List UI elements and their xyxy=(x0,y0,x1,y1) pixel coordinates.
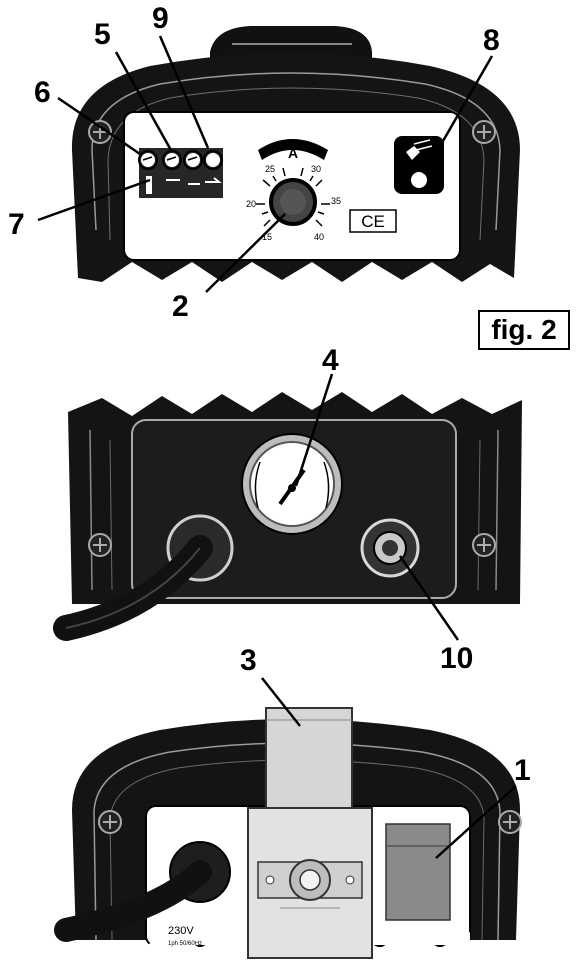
dial-tick-40: 40 xyxy=(314,232,324,242)
label-plate xyxy=(385,823,451,921)
rating-label: 1ph 50/60Hz xyxy=(168,941,202,947)
torch-switch xyxy=(394,136,444,194)
middle-leader-lines xyxy=(294,373,460,641)
dial-unit: A xyxy=(288,145,298,161)
top-view: A 15 20 25 30 35 40 CE xyxy=(71,26,520,282)
rear-power-cable xyxy=(54,860,212,942)
dial-tick-20: 20 xyxy=(246,199,256,209)
callout-10: 10 xyxy=(440,642,474,675)
middle-view xyxy=(53,392,522,641)
callout-7: 7 xyxy=(8,208,25,241)
figure-label: fig. 2 xyxy=(478,310,570,350)
indicator-lamps xyxy=(138,148,223,198)
pressure-regulator xyxy=(247,707,373,959)
callout-6: 6 xyxy=(34,76,51,109)
air-fitting xyxy=(360,518,420,578)
callout-3: 3 xyxy=(240,644,257,677)
callout-2: 2 xyxy=(172,290,189,323)
top-leader-lines xyxy=(37,35,494,293)
bottom-leader-lines xyxy=(261,677,517,859)
callout-8: 8 xyxy=(483,24,500,57)
bottom-view: 230V 1ph 50/60Hz xyxy=(54,707,522,970)
voltage-label: 230V xyxy=(168,925,194,937)
callout-4: 4 xyxy=(322,344,339,377)
ce-mark: CE xyxy=(349,209,397,233)
dial-tick-30: 30 xyxy=(311,164,321,174)
dial-tick-25: 25 xyxy=(265,164,275,174)
dial-tick-15: 15 xyxy=(262,232,272,242)
callout-5: 5 xyxy=(94,18,111,51)
callout-9: 9 xyxy=(152,2,169,35)
pressure-gauge xyxy=(241,433,343,535)
dial-tick-35: 35 xyxy=(331,196,341,206)
amperage-dial: A 15 20 25 30 35 40 xyxy=(246,139,341,242)
svg-text:CE: CE xyxy=(361,212,385,231)
callout-1: 1 xyxy=(514,754,531,787)
